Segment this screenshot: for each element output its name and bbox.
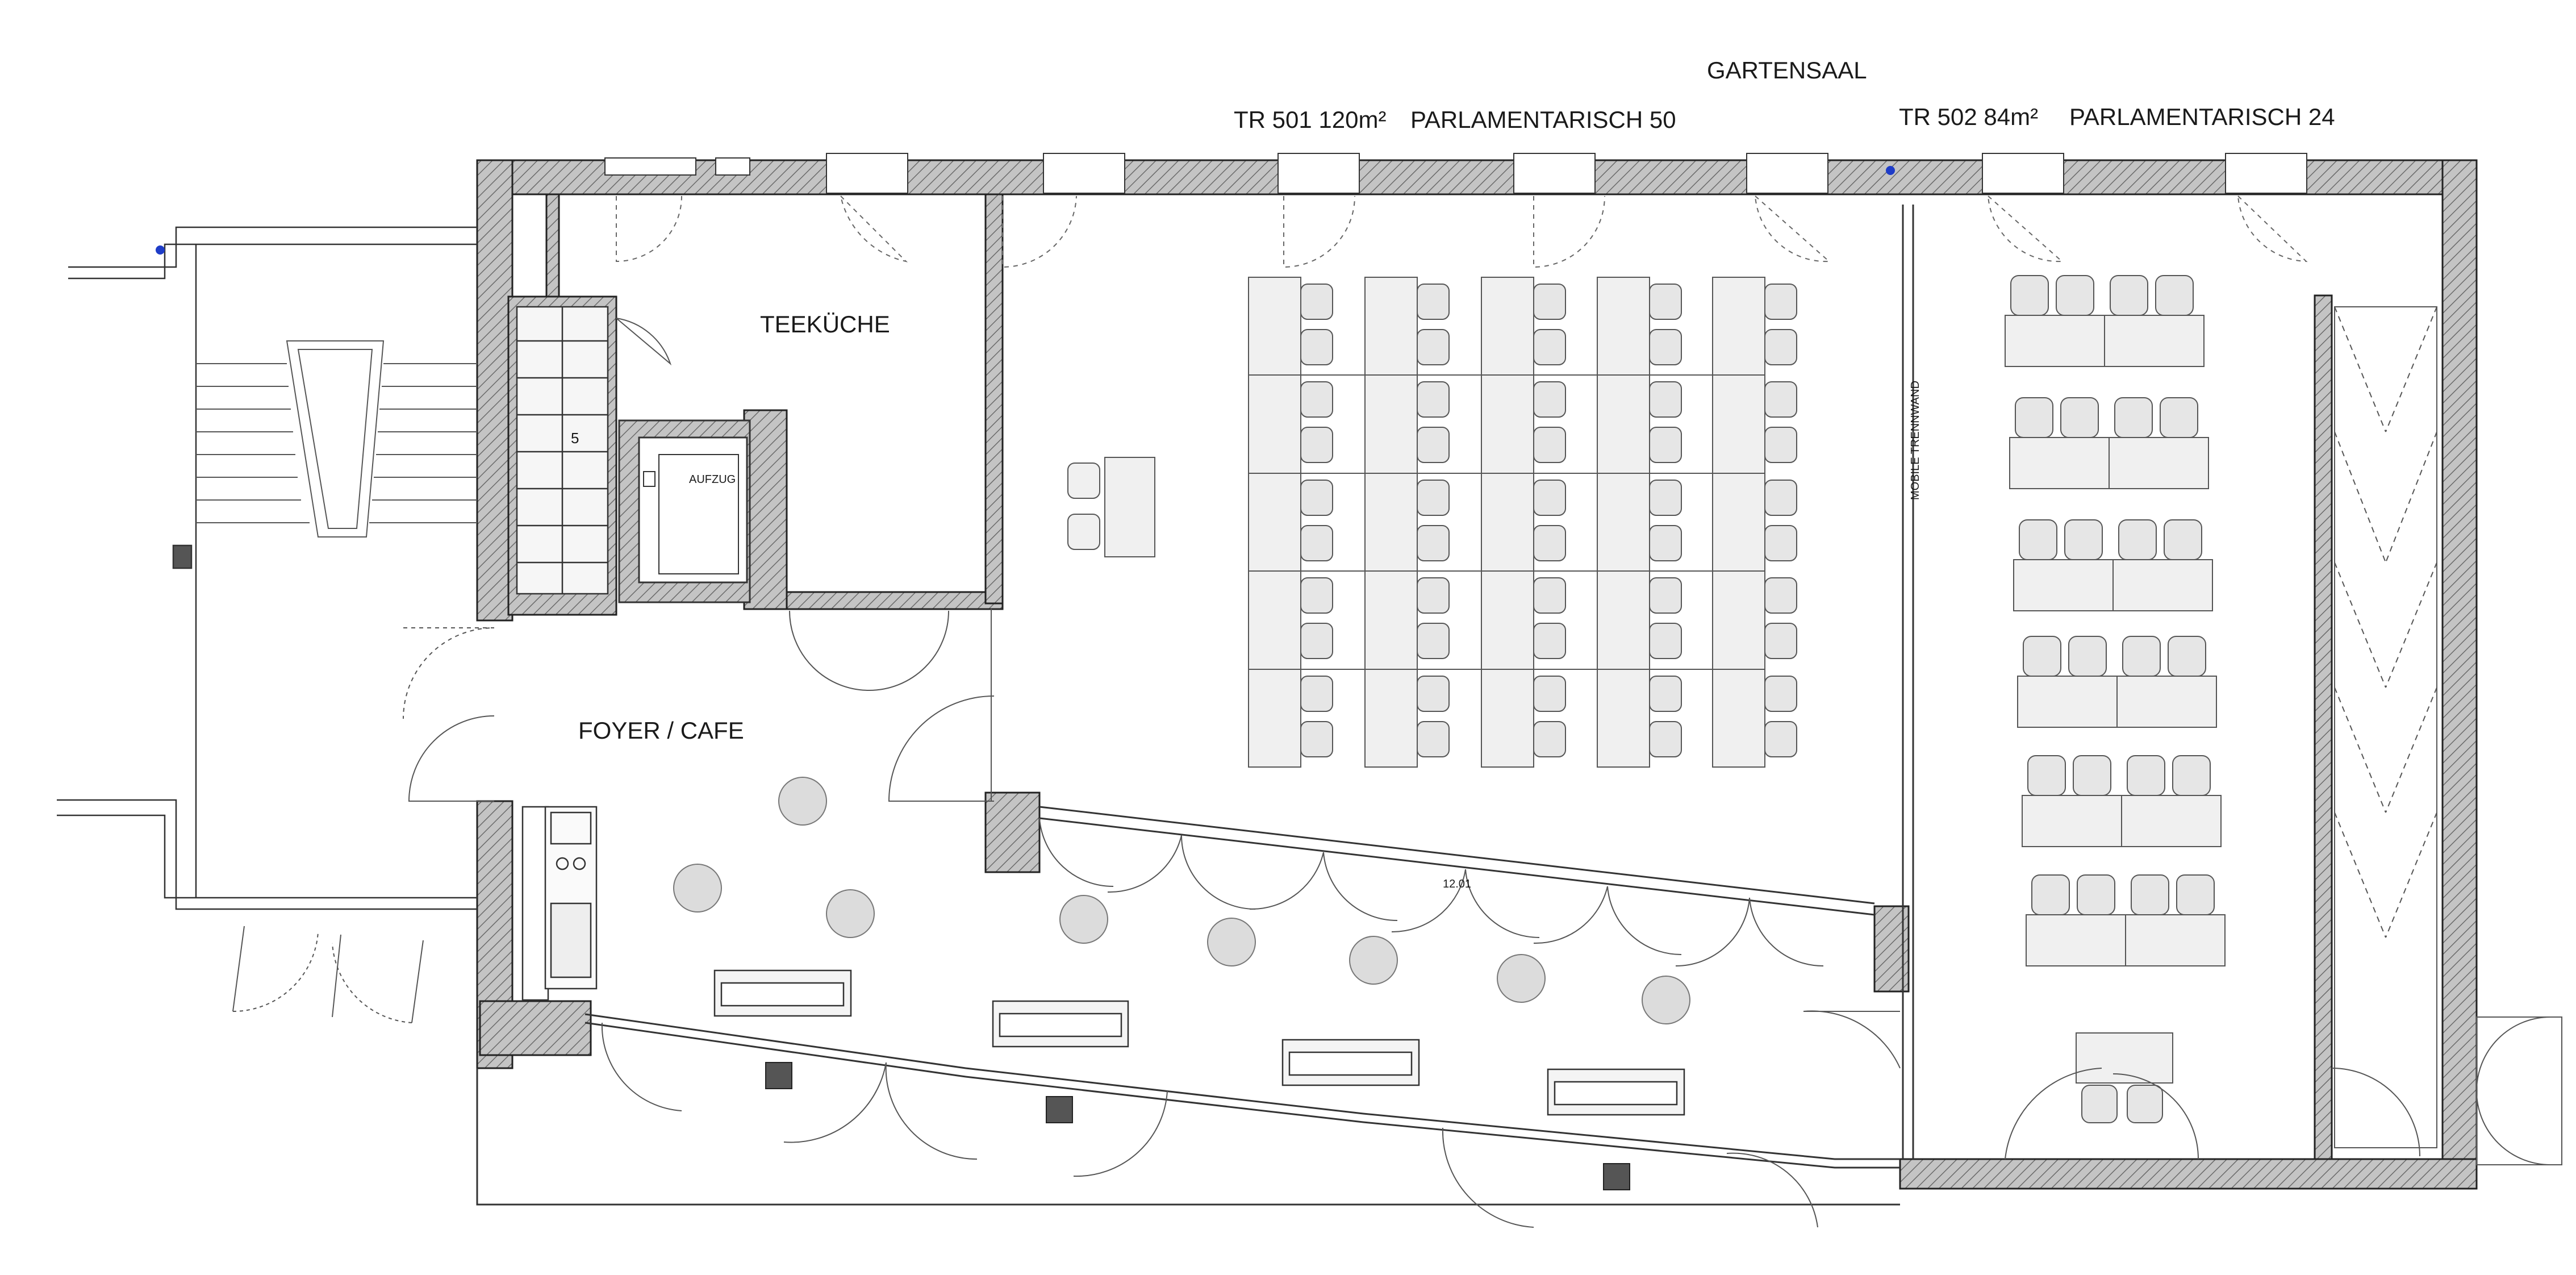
- tr502-chairs: [2010, 275, 2215, 915]
- partition-door-swings: [1039, 818, 1824, 967]
- south-facade-doors: [601, 1022, 1818, 1228]
- room-501-layout: PARLAMENTARISCH 50: [1410, 106, 1676, 133]
- tr502-seating: [2005, 315, 2226, 966]
- south-facade: [476, 1013, 1900, 1206]
- annex-doors: [232, 926, 424, 1023]
- annex-stair: [196, 340, 477, 538]
- lounge-sofas: [713, 969, 1685, 1116]
- hall-title: GARTENSAAL: [1707, 57, 1867, 84]
- room-ref: 12.01: [1443, 878, 1471, 890]
- tr501-speaker-table: [1067, 457, 1155, 557]
- tr501-seating: [1248, 277, 1765, 768]
- core-stair: [516, 306, 609, 595]
- north-windows: [604, 153, 2307, 194]
- elevator-label: AUFZUG: [689, 473, 736, 486]
- partition-label: MOBILE TRENNWAND: [1909, 381, 1922, 500]
- left-annex: [57, 226, 477, 910]
- elevator: [618, 419, 751, 603]
- stair-number: 5: [571, 430, 579, 447]
- tr502-doors: [1803, 1010, 2420, 1160]
- kitchen-label: TEEKÜCHE: [760, 311, 890, 338]
- mobile-partition: [1902, 205, 1914, 1159]
- marker-dot: [156, 245, 165, 255]
- room-502-layout: PARLAMENTARISCH 24: [2069, 103, 2335, 130]
- kitchen-door: [616, 318, 672, 366]
- room-502-label: TR 502 84m²: [1899, 103, 2038, 130]
- kitchenette: [521, 806, 598, 1001]
- cafe-tables: [673, 777, 1690, 1024]
- tr502-speaker-table: [2076, 1032, 2173, 1123]
- glass-partition: [1039, 806, 1875, 916]
- outdoor-columns: [765, 1062, 1630, 1190]
- foyer-label: FOYER / CAFE: [578, 717, 744, 744]
- east-stair: [2334, 306, 2437, 1148]
- tr501-chairs: [1300, 284, 1797, 757]
- foyer-doors: [403, 608, 995, 802]
- marker-dot: [1886, 166, 1895, 175]
- north-door-swings: [616, 195, 2308, 268]
- room-501-label: TR 501 120m²: [1234, 106, 1386, 133]
- east-exit-door: [2476, 1016, 2562, 1165]
